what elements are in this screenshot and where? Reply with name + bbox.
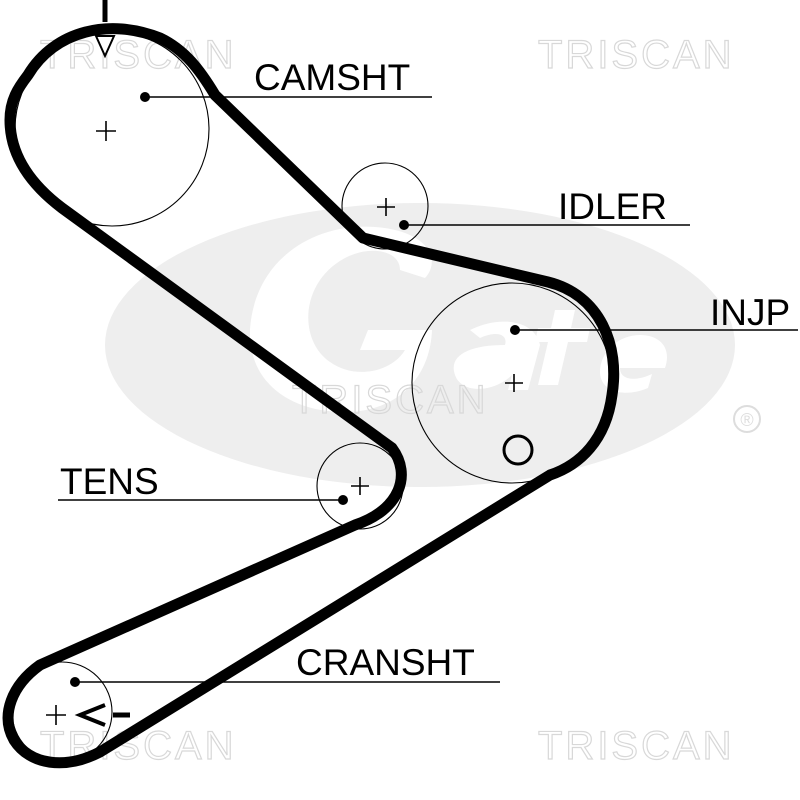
idler-label: IDLER <box>558 186 667 227</box>
injection-pump-timing-hole <box>502 434 534 466</box>
idler-pulley <box>341 162 429 250</box>
tensioner-center-cross <box>351 477 369 495</box>
camshaft-label: CAMSHT <box>254 57 410 98</box>
camshaft-center-cross <box>96 121 116 141</box>
camshaft-timing-marker <box>94 0 116 59</box>
injection-pump-center-cross <box>505 374 523 392</box>
tensioner-label: TENS <box>60 461 159 502</box>
timing-belt <box>2 23 620 769</box>
idler-center-cross <box>377 198 395 216</box>
crankshaft-timing-mark <box>74 703 130 727</box>
triscan-watermark-top-right: TRISCAN <box>538 33 735 77</box>
crankshaft-label: CRANSHT <box>296 642 475 683</box>
crankshaft-center-cross <box>46 705 66 725</box>
registered-mark: ® <box>740 410 753 430</box>
triscan-watermark-bottom-right: TRISCAN <box>538 724 735 768</box>
registered-mark-circle <box>733 405 761 433</box>
injection-pump-label: INJP <box>710 292 790 333</box>
